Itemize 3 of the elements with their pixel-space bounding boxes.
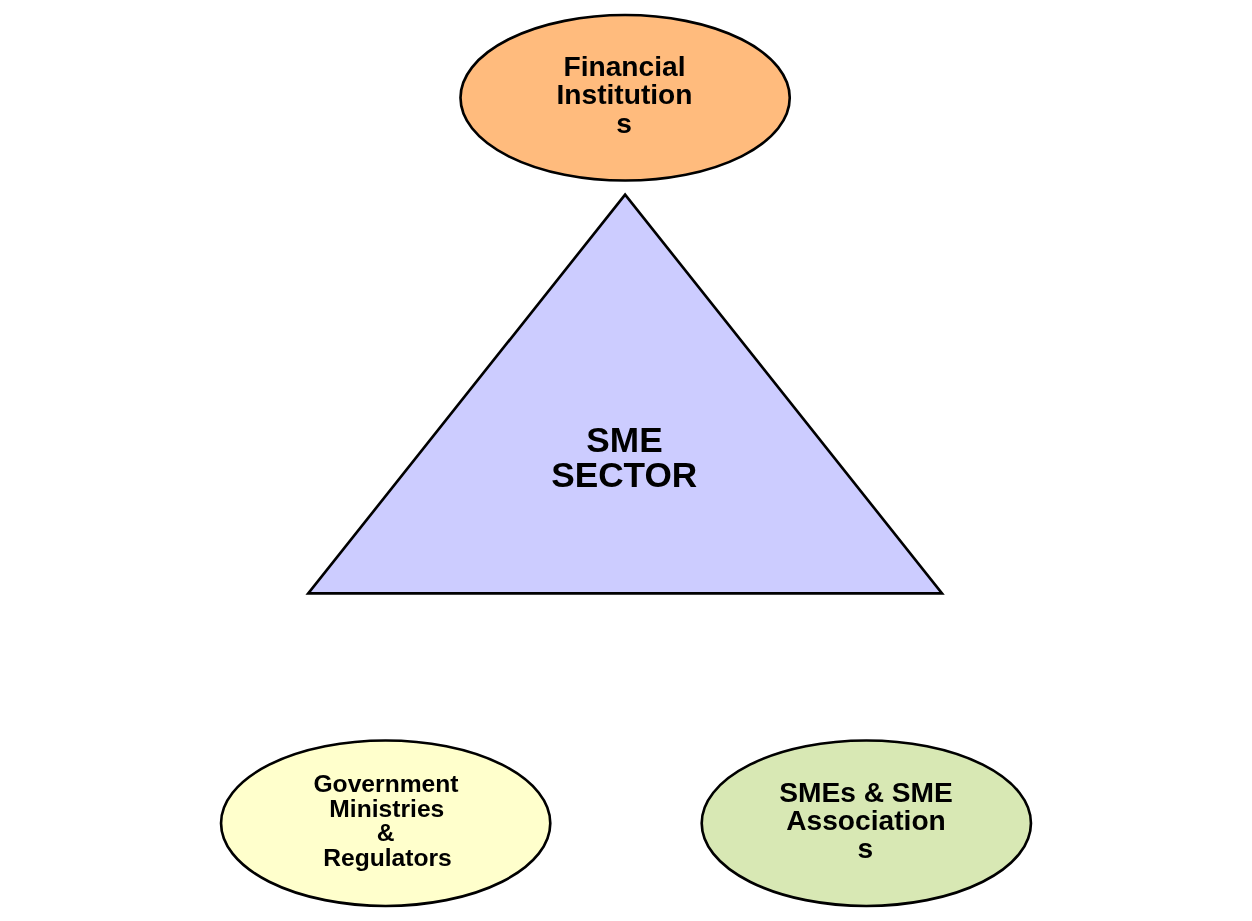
node-ellipse: Financial Institution s bbox=[459, 13, 792, 182]
node-ellipse: SMEs & SME Association s bbox=[700, 739, 1033, 908]
node-ellipse: Government Ministries & Regulators bbox=[219, 739, 552, 908]
